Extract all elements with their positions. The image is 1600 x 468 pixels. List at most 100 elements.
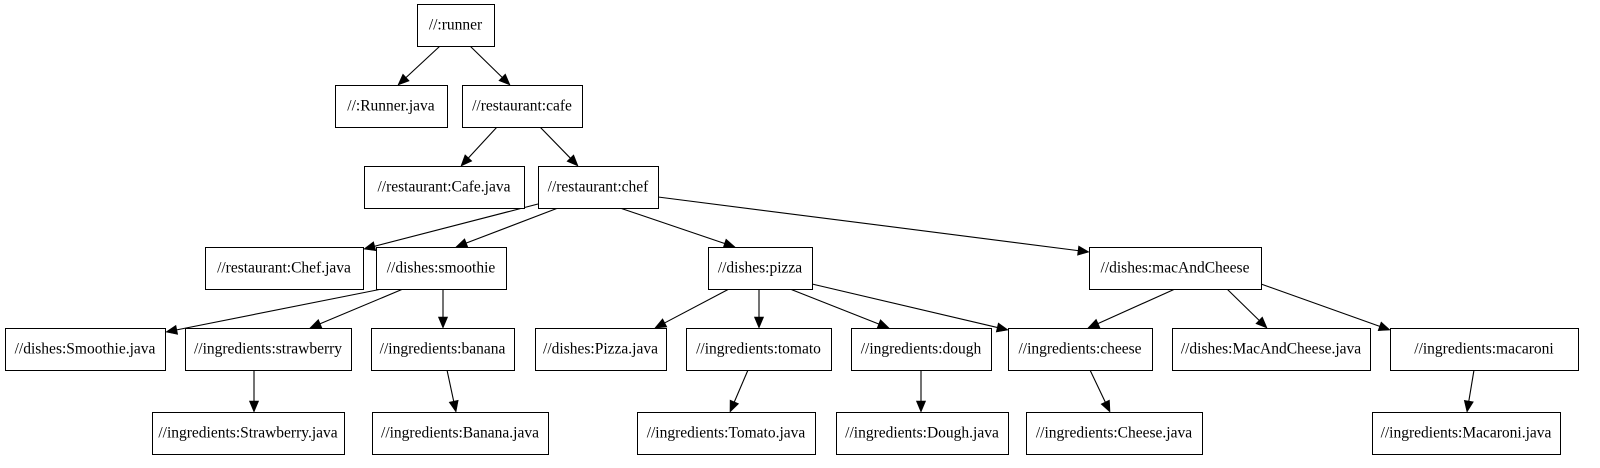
graph-edge [915, 370, 927, 413]
edge-line [466, 126, 498, 160]
graph-edge [1463, 369, 1475, 413]
edge-arrowhead [248, 400, 260, 413]
edge-arrowhead [1077, 245, 1090, 256]
edge-arrowhead [397, 73, 410, 86]
graph-node-runner[interactable]: //:runner [417, 4, 495, 47]
node-box[interactable] [1390, 328, 1579, 371]
node-label: //ingredients:Macaroni.java [1381, 425, 1552, 442]
node-box[interactable] [205, 247, 364, 290]
graph-edge [469, 45, 511, 86]
edge-arrowhead [460, 154, 473, 167]
graph-node-dough_java[interactable]: //ingredients:Dough.java [836, 412, 1009, 455]
node-box[interactable] [535, 328, 667, 371]
graph-node-cheese[interactable]: //ingredients:cheese [1008, 328, 1153, 371]
graph-edge [811, 283, 1009, 333]
edge-arrowhead [309, 318, 323, 329]
edge-arrowhead [876, 319, 890, 329]
node-box[interactable] [417, 4, 495, 47]
node-box[interactable] [686, 328, 832, 371]
graph-node-dough[interactable]: //ingredients:dough [851, 328, 992, 371]
edge-arrowhead [1100, 399, 1111, 413]
node-label: //ingredients:banana [380, 341, 506, 358]
graph-node-runner_java[interactable]: //:Runner.java [335, 85, 448, 128]
node-label: //ingredients:Dough.java [845, 425, 999, 442]
edge-arrowhead [566, 154, 579, 167]
graph-node-cafe_java[interactable]: //restaurant:Cafe.java [364, 166, 525, 209]
node-box[interactable] [1172, 328, 1371, 371]
edge-line [404, 45, 441, 80]
edge-arrowhead [165, 324, 179, 335]
edge-arrowhead [363, 241, 377, 252]
graph-edge [789, 288, 890, 329]
node-label: //restaurant:Chef.java [217, 260, 351, 277]
node-label: //ingredients:cheese [1018, 341, 1141, 358]
node-label: //dishes:MacAndCheese.java [1181, 341, 1361, 358]
edge-arrowhead [1377, 321, 1391, 331]
graph-node-smoothie_java[interactable]: //dishes:Smoothie.java [5, 328, 166, 371]
graph-edge [729, 369, 749, 413]
graph-node-cafe[interactable]: //restaurant:cafe [462, 85, 583, 128]
node-label: //ingredients:Banana.java [381, 425, 539, 442]
edge-arrowhead [722, 238, 736, 249]
graph-node-smoothie[interactable]: //dishes:smoothie [376, 247, 507, 290]
node-box[interactable] [1089, 247, 1262, 290]
graph-edge [363, 203, 539, 252]
graph-edge [1087, 288, 1176, 329]
node-box[interactable] [371, 328, 515, 371]
node-label: //ingredients:tomato [696, 341, 821, 358]
graph-node-strawberry[interactable]: //ingredients:strawberry [185, 328, 352, 371]
node-label: //ingredients:Cheese.java [1036, 425, 1192, 442]
edges-layer [165, 45, 1475, 413]
edge-line [733, 369, 749, 404]
edge-line [657, 196, 1081, 252]
graph-node-macaroni_java[interactable]: //ingredients:Macaroni.java [1372, 412, 1561, 455]
node-box[interactable] [152, 412, 345, 455]
graph-node-pizza[interactable]: //dishes:pizza [708, 247, 813, 290]
graph-node-macandcheese_java[interactable]: //dishes:MacAndCheese.java [1172, 328, 1371, 371]
edge-line [539, 126, 573, 160]
node-label: //ingredients:macaroni [1414, 341, 1554, 358]
node-label: //ingredients:Strawberry.java [158, 425, 337, 442]
graph-node-banana[interactable]: //ingredients:banana [371, 328, 515, 371]
node-box[interactable] [1372, 412, 1561, 455]
node-box[interactable] [836, 412, 1009, 455]
graph-node-strawberry_java[interactable]: //ingredients:Strawberry.java [152, 412, 345, 455]
node-box[interactable] [1008, 328, 1153, 371]
node-label: //dishes:smoothie [387, 260, 496, 277]
edge-line [464, 207, 559, 245]
graph-node-chef_java[interactable]: //restaurant:Chef.java [205, 247, 364, 290]
node-box[interactable] [851, 328, 992, 371]
graph-node-macaroni[interactable]: //ingredients:macaroni [1390, 328, 1579, 371]
node-box[interactable] [5, 328, 166, 371]
node-box[interactable] [708, 247, 813, 290]
graph-edge [460, 126, 498, 167]
graph-node-tomato_java[interactable]: //ingredients:Tomato.java [637, 412, 816, 455]
edge-line [1089, 369, 1107, 405]
graph-node-macandcheese[interactable]: //dishes:macAndCheese [1089, 247, 1262, 290]
edge-line [789, 288, 881, 326]
node-box[interactable] [372, 412, 549, 455]
graph-edge [539, 126, 579, 167]
node-box[interactable] [462, 85, 583, 128]
graph-edge [1260, 283, 1391, 331]
node-label: //dishes:Pizza.java [543, 341, 658, 358]
node-box[interactable] [376, 247, 507, 290]
node-box[interactable] [538, 166, 659, 209]
graph-edge [248, 370, 260, 413]
edge-line [1467, 369, 1475, 404]
node-box[interactable] [335, 85, 448, 128]
edge-line [619, 207, 727, 245]
graph-node-cheese_java[interactable]: //ingredients:Cheese.java [1026, 412, 1203, 455]
node-box[interactable] [364, 166, 525, 209]
node-label: //ingredients:strawberry [194, 341, 342, 358]
node-label: //ingredients:Tomato.java [647, 425, 806, 442]
graph-node-pizza_java[interactable]: //dishes:Pizza.java [535, 328, 667, 371]
node-box[interactable] [637, 412, 816, 455]
edge-arrowhead [437, 316, 449, 329]
graph-node-chef[interactable]: //restaurant:chef [538, 166, 659, 209]
node-box[interactable] [185, 328, 352, 371]
graph-node-banana_java[interactable]: //ingredients:Banana.java [372, 412, 549, 455]
node-box[interactable] [1026, 412, 1203, 455]
graph-node-tomato[interactable]: //ingredients:tomato [686, 328, 832, 371]
